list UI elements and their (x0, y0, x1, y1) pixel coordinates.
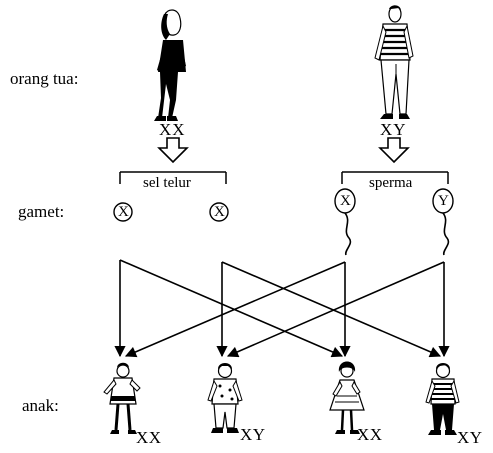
mother-genotype: XX (159, 120, 186, 139)
children-row-label: anak: (22, 396, 59, 415)
arrow-spermy-child2 (226, 261, 445, 358)
father-figure (374, 5, 414, 119)
egg-bracket (119, 171, 227, 184)
child-1-genotype: XX (136, 428, 162, 447)
father-down-arrow (378, 137, 410, 164)
egg-1-chromosome: X (118, 204, 129, 220)
parents-row-label: orang tua: (10, 69, 79, 88)
mother-figure (154, 9, 186, 121)
arrow-egg1-child3 (119, 259, 344, 358)
father-genotype: XY (380, 120, 407, 139)
egg-2-circle (209, 202, 229, 222)
sperm-2-chromosome: Y (438, 193, 449, 209)
mother-down-arrow (157, 137, 189, 164)
sperm-2-tail (442, 212, 450, 256)
sperm-bracket (341, 171, 449, 184)
child-3-figure (329, 361, 365, 434)
arrow-egg2-child4 (221, 261, 442, 358)
child-4-genotype: XY (457, 428, 483, 447)
egg-1-circle (113, 202, 133, 222)
child-3-genotype: XX (357, 425, 383, 444)
sperm-label: sperma (366, 176, 416, 191)
egg-2-chromosome: X (214, 204, 225, 220)
child-2-genotype: XY (240, 425, 266, 444)
child-4-figure (425, 363, 460, 435)
child-1-figure (103, 362, 141, 434)
sperm-1-chromosome: X (340, 193, 351, 209)
cross-arrows (114, 259, 450, 358)
gametes-row-label: gamet: (18, 202, 65, 221)
child-2-figure (207, 363, 243, 433)
egg-label: sel telur (140, 176, 194, 191)
sperm-1-tail (344, 212, 352, 256)
arrow-spermx-child1 (124, 261, 346, 358)
